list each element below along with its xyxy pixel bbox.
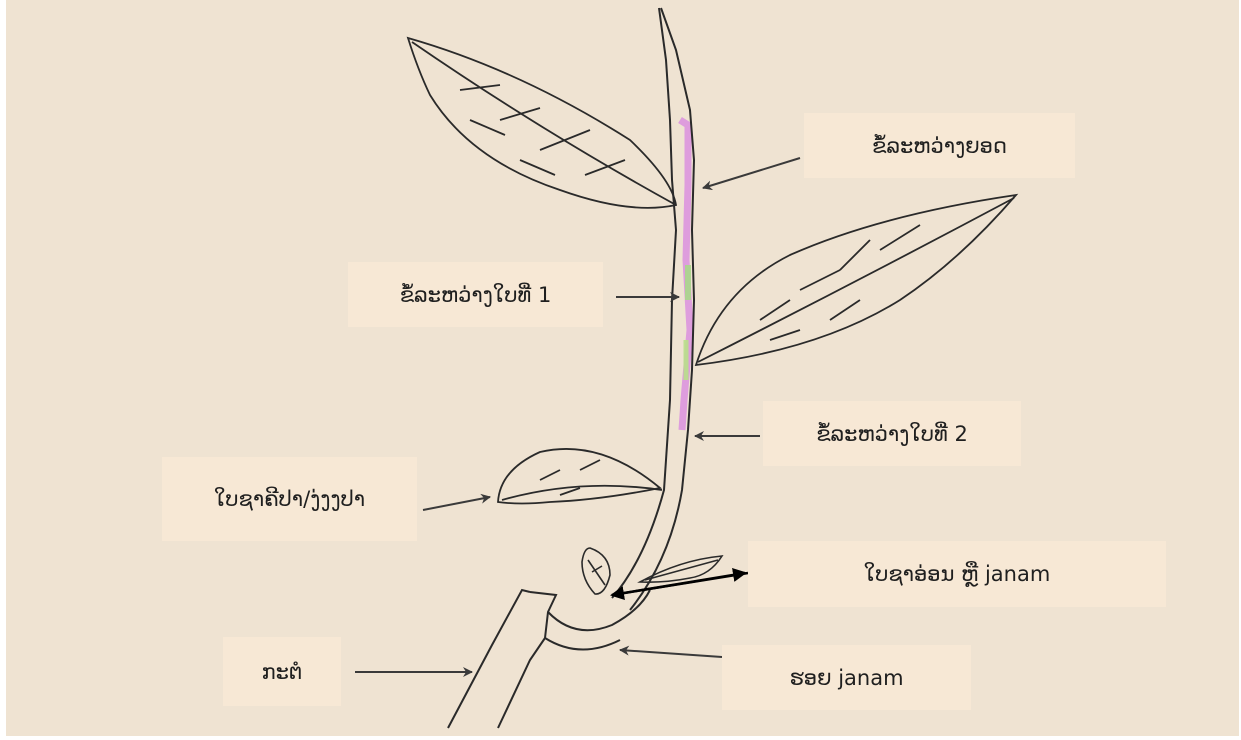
label-janam-leaf: ໃບຊາອ່ອນ ຫຼື janam [748, 541, 1166, 607]
label-internode-2-text: ຂໍ້ລະຫວ່າງໃບທີ່ 2 [816, 422, 968, 446]
annotation-arrows [355, 158, 800, 672]
arrow-scar [620, 650, 722, 657]
label-axil: ກະຕໍ [223, 637, 341, 706]
janam-bud [582, 548, 610, 594]
label-internode-1: ຂໍ້ລະຫວ່າງໃບທີ່ 1 [348, 262, 603, 327]
arrow-janam-double [612, 573, 748, 595]
label-internode-1-text: ຂໍ້ລະຫວ່າງໃບທີ່ 1 [400, 283, 552, 307]
fish-leaf [498, 449, 662, 504]
label-axil-text: ກະຕໍ [262, 660, 303, 684]
label-internode-top-text: ຂໍ້ລະຫວ່າງຍອດ [872, 134, 1007, 158]
leaf-right [696, 195, 1016, 365]
label-fish-leaf: ໃບຊາຄີປາ/ງ່ງງປາ [162, 457, 417, 541]
label-janam-scar: ຮອຍ janam [722, 645, 971, 710]
leaf-top-left [408, 38, 676, 208]
label-internode-2: ຂໍ້ລະຫວ່າງໃບທີ່ 2 [763, 401, 1021, 466]
label-janam-scar-text: ຮອຍ janam [789, 666, 903, 690]
main-stem [612, 8, 694, 610]
label-fish-leaf-text: ໃບຊາຄີປາ/ງ່ງງປາ [214, 487, 365, 511]
label-internode-top: ຂໍ້ລະຫວ່າງຍອດ [804, 113, 1075, 178]
arrow-fish-leaf [423, 497, 490, 510]
label-janam-leaf-text: ໃບຊາອ່ອນ ຫຼື janam [864, 562, 1051, 586]
arrow-top [703, 158, 800, 188]
parent-branch [448, 590, 650, 728]
